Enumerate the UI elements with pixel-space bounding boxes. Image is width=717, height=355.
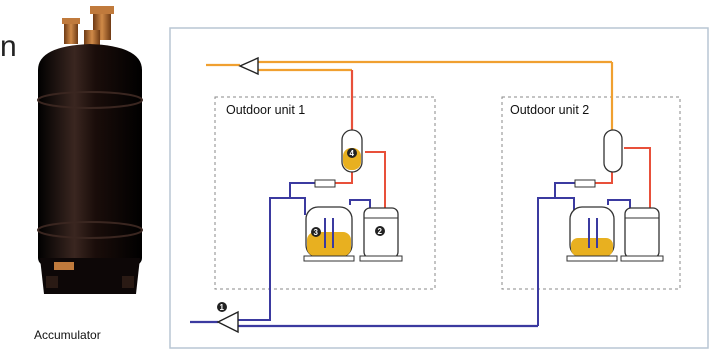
side-text-fragment: n bbox=[0, 30, 17, 63]
unit-2-piping bbox=[537, 147, 651, 326]
accumulator-photo bbox=[37, 6, 143, 294]
valve-middle bbox=[84, 30, 100, 48]
svg-text:4: 4 bbox=[350, 149, 355, 158]
discharge-arrow bbox=[238, 56, 259, 76]
oil-separator-1: 4 bbox=[341, 129, 363, 173]
oil-separator-2 bbox=[603, 129, 623, 173]
outdoor-unit-1-box bbox=[214, 96, 436, 290]
accumulator-body bbox=[38, 44, 142, 274]
outdoor-unit-2-label: Outdoor unit 2 bbox=[510, 103, 589, 117]
valve-left bbox=[64, 22, 78, 44]
diagram-frame bbox=[169, 27, 709, 349]
marker-4 bbox=[347, 148, 357, 158]
marker-3 bbox=[311, 227, 321, 237]
capillary-2 bbox=[574, 179, 596, 188]
svg-text:1: 1 bbox=[220, 303, 225, 312]
marker-1: 1 bbox=[217, 302, 227, 312]
outdoor-unit-2-box bbox=[501, 96, 681, 290]
outdoor-unit-1-label: Outdoor unit 1 bbox=[226, 103, 305, 117]
compressor-oil-2 bbox=[566, 206, 618, 262]
discharge-main-lines bbox=[206, 60, 614, 132]
svg-text:3: 3 bbox=[314, 228, 319, 237]
marker-2 bbox=[375, 226, 385, 236]
svg-text:2: 2 bbox=[378, 227, 383, 236]
unit-1-piping bbox=[238, 151, 386, 321]
compressor-oil-1: 3 bbox=[303, 206, 355, 262]
suction-main-lines bbox=[190, 320, 538, 328]
compressor-1: 2 bbox=[359, 207, 403, 262]
capillary-1 bbox=[314, 179, 336, 188]
photo-caption: Accumulator bbox=[34, 328, 101, 342]
compressor-2 bbox=[620, 207, 664, 262]
suction-arrow bbox=[216, 310, 239, 334]
